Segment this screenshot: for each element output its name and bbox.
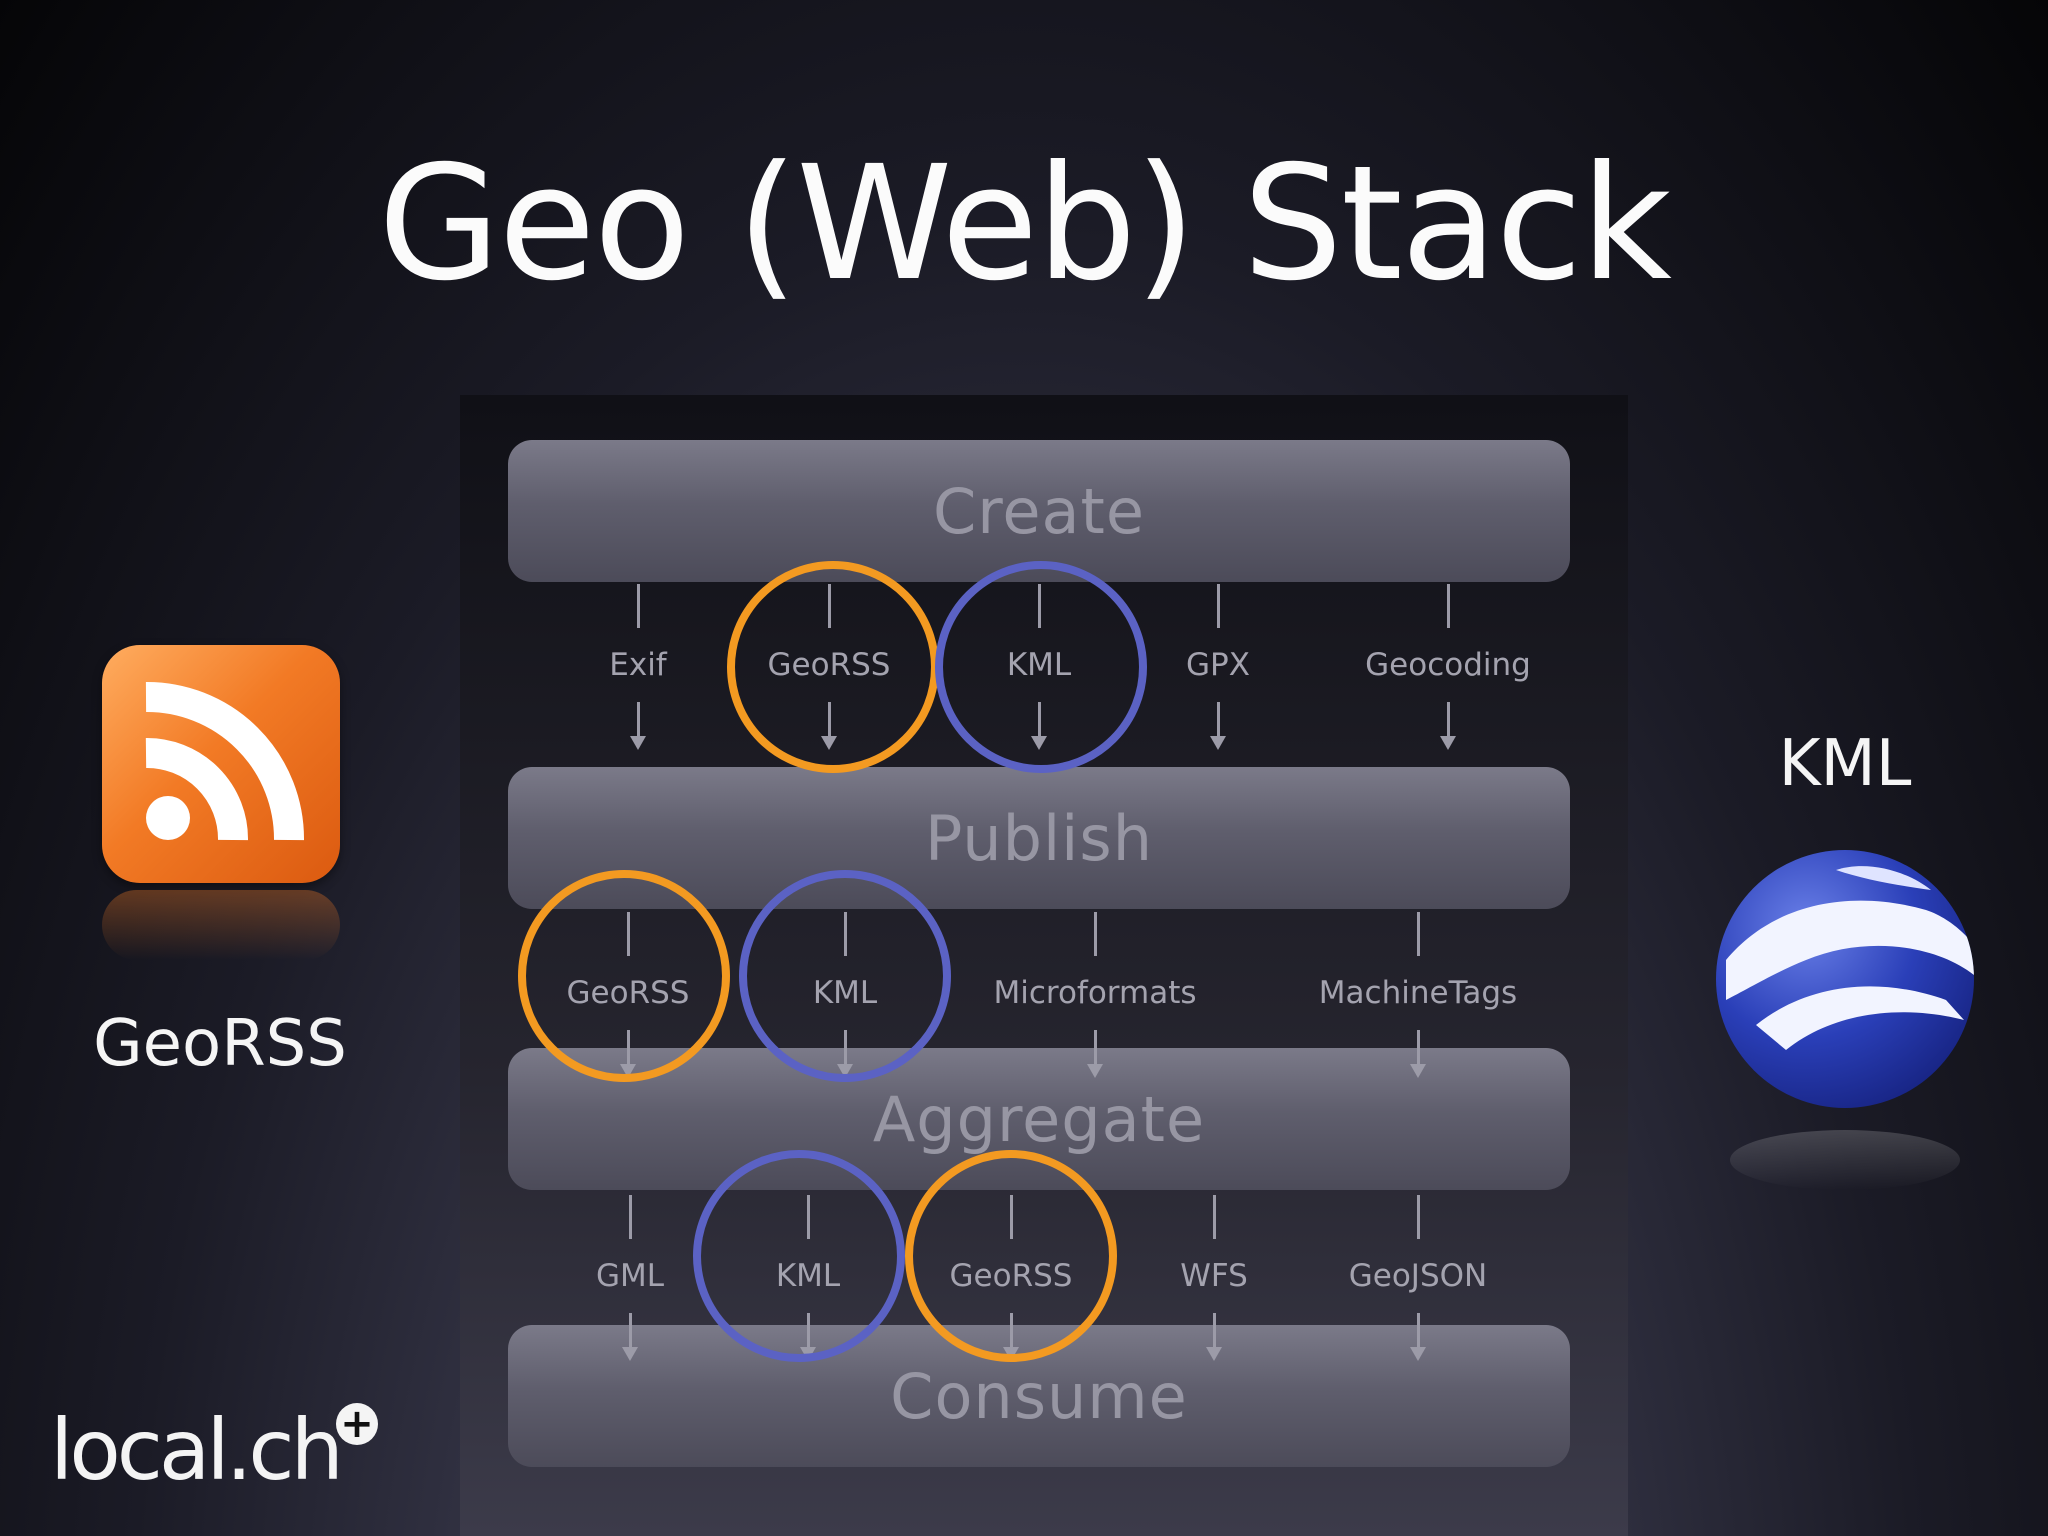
georss-highlight-ring: [518, 870, 730, 1082]
kml-highlight-ring: [935, 561, 1147, 773]
georss-highlight-ring: [905, 1150, 1117, 1362]
slide-title: Geo (Web) Stack: [378, 132, 1672, 316]
connector-label: MachineTags: [1318, 975, 1518, 1011]
arrow-down-icon: [1210, 736, 1226, 750]
connector-item: GeoJSON: [1268, 1195, 1568, 1375]
rss-feed-icon: [102, 645, 340, 883]
connector-label: Geocoding: [1365, 647, 1531, 683]
arrow-down-icon: [630, 736, 646, 750]
connector-label: Exif: [609, 647, 667, 683]
layer-consume: Consume: [508, 1325, 1570, 1467]
arrow-down-icon: [1087, 1064, 1103, 1078]
arrow-down-icon: [1440, 736, 1456, 750]
connector-label: GeoJSON: [1348, 1258, 1488, 1294]
connector-label: GML: [595, 1258, 665, 1294]
plus-icon: +: [336, 1403, 378, 1445]
arrow-down-icon: [1410, 1347, 1426, 1361]
connector-item: MachineTags: [1268, 912, 1568, 1092]
arrow-down-icon: [622, 1347, 638, 1361]
google-earth-globe-icon: [1716, 850, 1974, 1108]
kml-highlight-ring: [693, 1150, 905, 1362]
connector-label: Microformats: [993, 975, 1197, 1011]
localch-logo: local.ch: [50, 1401, 344, 1499]
georss-highlight-ring: [727, 561, 939, 773]
connector-label: WFS: [1180, 1258, 1248, 1294]
arrow-down-icon: [1410, 1064, 1426, 1078]
connector-item: GML: [480, 1195, 780, 1375]
layer-create: Create: [508, 440, 1570, 582]
connector-item: WFS: [1064, 1195, 1364, 1375]
connector-label: GPX: [1186, 647, 1250, 683]
connector-item: Exif: [488, 584, 788, 764]
layer-publish: Publish: [508, 767, 1570, 909]
connector-item: GPX: [1068, 584, 1368, 764]
arrow-down-icon: [1206, 1347, 1222, 1361]
connector-item: Microformats: [945, 912, 1245, 1092]
kml-label: KML: [1778, 727, 1912, 801]
connector-item: Geocoding: [1298, 584, 1598, 764]
georss-label: GeoRSS: [93, 1007, 347, 1081]
globe-reflection: [1730, 1130, 1960, 1190]
kml-highlight-ring: [739, 870, 951, 1082]
rss-reflection: [102, 890, 340, 960]
